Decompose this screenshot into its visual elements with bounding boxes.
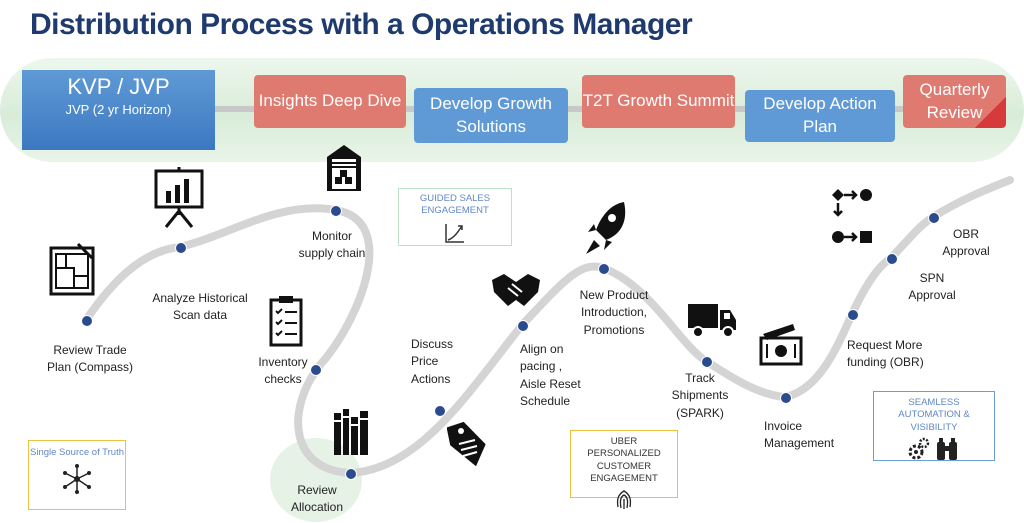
step-dot: [434, 405, 446, 417]
gears-icon: [908, 437, 930, 460]
step-dot: [81, 315, 93, 327]
step-label-review-allocation: Review Allocation: [290, 483, 344, 515]
step-label-discuss-price-actions: Discuss Price Actions: [411, 337, 454, 386]
truck-icon: [688, 304, 736, 338]
kvp-title: KVP / JVP: [67, 74, 170, 99]
kvp-subtitle: JVP (2 yr Horizon): [65, 102, 172, 117]
guided-sales-engagement-label: GUIDED SALES ENGAGEMENT: [419, 193, 491, 217]
step-label-inventory-checks: Inventory checks: [258, 355, 308, 387]
rocket-icon: [586, 202, 626, 254]
uber-personalized-label: UBER PERSONALIZED CUSTOMER ENGAGEMENT: [587, 436, 661, 485]
cash-icon: [759, 324, 803, 366]
step-dot: [928, 212, 940, 224]
step-dot: [701, 356, 713, 368]
handshake-icon: [492, 274, 540, 306]
single-source-of-truth-label: Single Source of Truth: [30, 447, 124, 458]
stage-insights-deep-dive: Insights Deep Dive: [254, 75, 406, 128]
step-dot: [847, 309, 859, 321]
seamless-automation-label: SEAMLESS AUTOMATION & VISIBILITY: [898, 397, 970, 433]
step-label-new-product: New Product Introduction, Promotions: [579, 288, 649, 337]
stage-develop-action-plan: Develop Action Plan: [745, 90, 895, 142]
highlight-circle: [270, 438, 362, 522]
flowchart-icon: [832, 189, 872, 243]
step-dot: [175, 242, 187, 254]
step-dot: [598, 263, 610, 275]
step-label-review-trade-plan: Review Trade Plan (Compass): [46, 343, 134, 375]
blueprint-icon: [49, 242, 95, 296]
clipboard-checklist-icon: [269, 296, 303, 347]
step-label-obr-approval: OBR Approval: [942, 227, 990, 259]
step-label-align-on-pacing: Align on pacing , Aisle Reset Schedule: [520, 342, 581, 409]
page-title: Distribution Process with a Operations M…: [30, 8, 693, 41]
step-label-spn-approval: SPN Approval: [908, 271, 956, 303]
step-label-request-more-funding: Request More funding (OBR): [847, 338, 924, 370]
stage-quarterly-review: Quarterly Review: [903, 75, 1006, 128]
network-hub-icon: [63, 464, 91, 495]
price-tag-icon: [447, 421, 486, 467]
line-chart-icon: [445, 223, 464, 243]
step-dot: [310, 364, 322, 376]
step-dot: [886, 253, 898, 265]
stage-develop-growth-solutions: Develop Growth Solutions: [414, 88, 568, 143]
books-icon: [334, 409, 368, 455]
binoculars-icon: [937, 438, 958, 461]
step-dot: [330, 205, 342, 217]
step-dot: [345, 468, 357, 480]
seamless-automation-box: SEAMLESS AUTOMATION & VISIBILITY: [873, 391, 995, 461]
fingerprint-icon: [616, 490, 632, 510]
kvp-block: KVP / JVP JVP (2 yr Horizon): [22, 70, 215, 150]
step-label-analyze-historical: Analyze Historical Scan data: [152, 291, 248, 323]
step-label-monitor-supply-chain: Monitor supply chain: [298, 229, 366, 261]
stage-t2t-growth-summit: T2T Growth Summit: [582, 75, 735, 128]
warehouse-icon: [327, 145, 361, 191]
uber-personalized-box: UBER PERSONALIZED CUSTOMER ENGAGEMENT: [570, 430, 678, 510]
single-source-of-truth-box: Single Source of Truth: [28, 440, 126, 510]
step-label-invoice-management: Invoice Management: [764, 419, 835, 451]
step-label-track-shipments: Track Shipments (SPARK): [671, 371, 729, 420]
presentation-chart-icon: [154, 167, 204, 228]
guided-sales-engagement-box: GUIDED SALES ENGAGEMENT: [398, 188, 512, 246]
step-dot: [780, 392, 792, 404]
step-dot: [517, 320, 529, 332]
